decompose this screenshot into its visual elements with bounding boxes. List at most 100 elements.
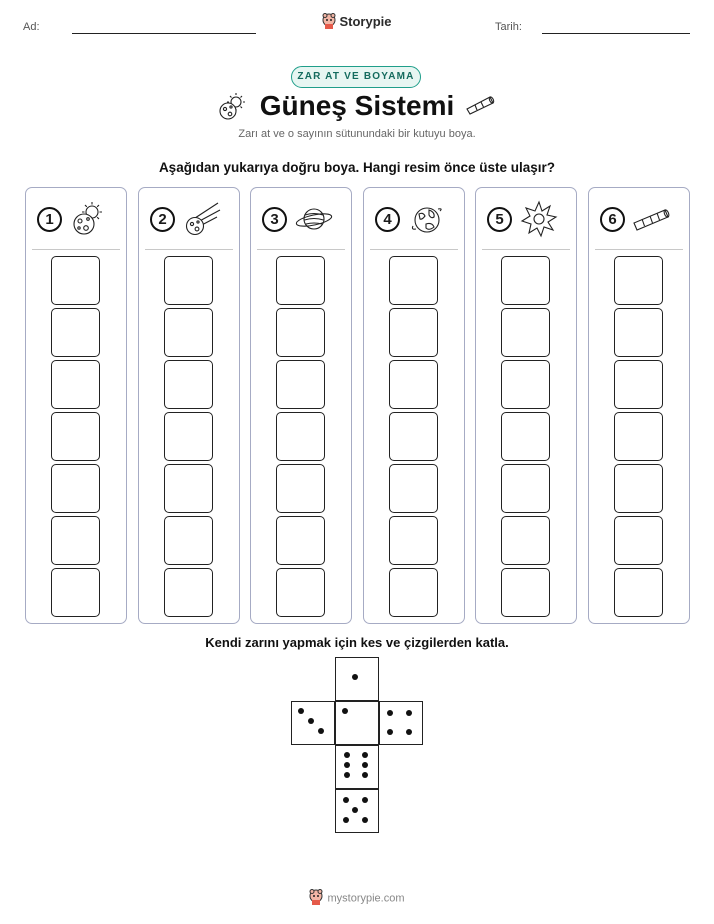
column-3: 3 — [250, 187, 352, 624]
telescope-icon — [464, 93, 496, 120]
column-2: 2 — [138, 187, 240, 624]
color-box[interactable] — [276, 568, 325, 617]
dice-pip — [387, 729, 393, 735]
dice-pip — [387, 710, 393, 716]
date-line[interactable] — [542, 33, 690, 34]
color-box[interactable] — [501, 568, 550, 617]
color-box[interactable] — [51, 360, 100, 409]
activity-badge: ZAR AT VE BOYAMA — [291, 66, 421, 88]
telescope-icon — [632, 200, 672, 243]
color-box[interactable] — [389, 308, 438, 357]
dice-pip — [362, 797, 368, 803]
dice-face-3 — [291, 701, 335, 745]
dice-face-6 — [335, 745, 379, 789]
dice-pip — [362, 762, 368, 768]
dice-instruction: Kendi zarını yapmak için kes ve çizgiler… — [205, 635, 509, 650]
dice-pip — [343, 817, 349, 823]
column-divider — [145, 249, 233, 250]
color-box[interactable] — [276, 308, 325, 357]
column-divider — [257, 249, 345, 250]
color-box[interactable] — [51, 464, 100, 513]
color-box[interactable] — [51, 516, 100, 565]
column-divider — [370, 249, 458, 250]
color-box[interactable] — [276, 360, 325, 409]
color-box[interactable] — [614, 412, 663, 461]
dice-pip — [362, 772, 368, 778]
color-box[interactable] — [164, 256, 213, 305]
dice-pip — [298, 708, 304, 714]
color-box[interactable] — [501, 464, 550, 513]
column-divider — [32, 249, 120, 250]
color-box[interactable] — [501, 256, 550, 305]
column-number: 3 — [262, 207, 287, 232]
date-label: Tarih: — [495, 21, 522, 33]
saturn-icon — [294, 200, 334, 243]
dice-pip — [344, 772, 350, 778]
color-box[interactable] — [389, 256, 438, 305]
color-box[interactable] — [51, 308, 100, 357]
color-box[interactable] — [51, 568, 100, 617]
dice-pip — [342, 708, 348, 714]
color-box[interactable] — [501, 360, 550, 409]
dice-pip — [406, 729, 412, 735]
color-box[interactable] — [164, 412, 213, 461]
column-6: 6 — [588, 187, 690, 624]
dice-pip — [318, 728, 324, 734]
column-number: 6 — [600, 207, 625, 232]
column-divider — [482, 249, 570, 250]
dice-pip — [343, 797, 349, 803]
color-box[interactable] — [389, 360, 438, 409]
brand-logo: Storypie — [0, 13, 714, 32]
color-box[interactable] — [614, 516, 663, 565]
dice-pip — [362, 817, 368, 823]
dice-face-4 — [379, 701, 423, 745]
column-number: 2 — [150, 207, 175, 232]
color-box[interactable] — [614, 308, 663, 357]
dice-pip — [344, 762, 350, 768]
footer-url[interactable]: mystorypie.com — [327, 892, 405, 905]
color-box[interactable] — [389, 464, 438, 513]
dice-face-5 — [335, 789, 379, 833]
color-box[interactable] — [164, 360, 213, 409]
dice-pip — [352, 807, 358, 813]
color-box[interactable] — [164, 568, 213, 617]
color-box[interactable] — [51, 412, 100, 461]
comet-icon — [182, 200, 222, 243]
color-box[interactable] — [164, 516, 213, 565]
color-box[interactable] — [276, 412, 325, 461]
subtitle: Zarı at ve o sayının sütunundaki bir kut… — [238, 128, 476, 140]
storypie-mascot-icon — [322, 13, 336, 32]
name-line[interactable] — [72, 33, 256, 34]
color-box[interactable] — [614, 256, 663, 305]
brand-name: Storypie — [339, 13, 392, 29]
dice-pip — [406, 710, 412, 716]
star-burst-icon — [519, 200, 559, 243]
sun-moon-icon — [216, 92, 248, 127]
dice-pip — [352, 674, 358, 680]
color-box[interactable] — [276, 516, 325, 565]
color-box[interactable] — [501, 516, 550, 565]
color-box[interactable] — [389, 568, 438, 617]
color-box[interactable] — [389, 412, 438, 461]
dice-face-1 — [335, 657, 379, 701]
color-box[interactable] — [614, 464, 663, 513]
storypie-mascot-icon — [309, 889, 323, 908]
name-label: Ad: — [23, 21, 40, 33]
color-box[interactable] — [276, 464, 325, 513]
color-box[interactable] — [276, 256, 325, 305]
dice-pip — [308, 718, 314, 724]
color-box[interactable] — [164, 464, 213, 513]
color-box[interactable] — [614, 360, 663, 409]
color-box[interactable] — [51, 256, 100, 305]
column-1: 1 — [25, 187, 127, 624]
earth-icon — [407, 200, 447, 243]
page-title: Güneş Sistemi — [259, 90, 455, 121]
color-box[interactable] — [501, 308, 550, 357]
sun-moon-icon — [69, 200, 109, 243]
dice-pip — [362, 752, 368, 758]
column-divider — [595, 249, 683, 250]
color-box[interactable] — [501, 412, 550, 461]
color-box[interactable] — [164, 308, 213, 357]
color-box[interactable] — [614, 568, 663, 617]
color-box[interactable] — [389, 516, 438, 565]
